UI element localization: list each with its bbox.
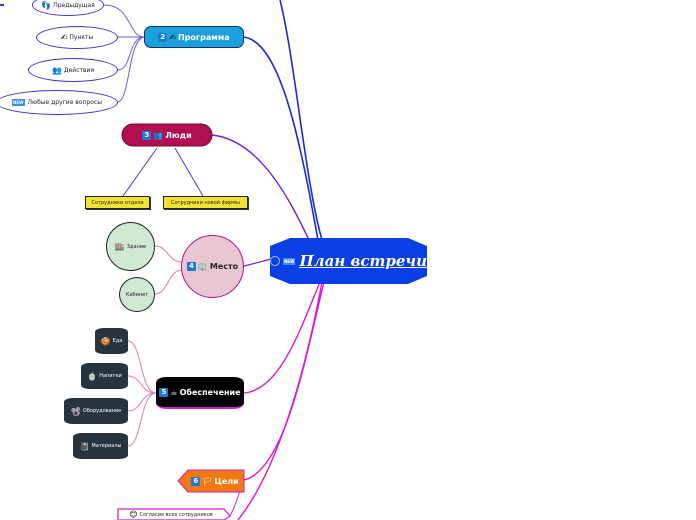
item-label: Действия <box>63 66 95 74</box>
place-item-building[interactable]: 🏬 Здание <box>106 222 155 271</box>
footprints-icon: 👣 <box>41 0 52 10</box>
program-item-actions[interactable]: 👥 Действия <box>28 58 118 82</box>
program-item-points[interactable]: ✍ Пункты <box>36 26 118 49</box>
supply-item-food[interactable]: 🍪 Еда <box>95 328 128 354</box>
coffee-icon: ☕ <box>170 387 178 397</box>
building-icon: 🏬 <box>114 242 125 251</box>
item-label: Кабинет <box>125 291 149 298</box>
item-label: Еда <box>112 338 123 344</box>
people-item-department[interactable]: Сотрудники отдела <box>85 196 150 209</box>
branch-program[interactable]: 2 ✍ Программа <box>144 26 244 48</box>
branch-goals[interactable]: 6 🏳 Цели <box>186 470 244 492</box>
root-check-icon <box>270 256 280 266</box>
item-label: Сотрудники новой фирмы <box>170 199 241 206</box>
item-label: Оборудование <box>82 408 122 414</box>
item-label: Согласие всех сотрудников <box>139 511 213 518</box>
item-label: Напитки <box>99 373 122 379</box>
projector-icon: 📽 <box>70 406 81 416</box>
program-item-previous[interactable]: 👣 Предыдущая <box>32 0 104 16</box>
item-label: Предыдущая <box>53 1 95 9</box>
branch-number: 6 <box>191 476 201 486</box>
flag-icon: 🏳 <box>202 476 213 486</box>
smile-icon: 😊 <box>129 510 138 519</box>
root-node-shape <box>270 238 427 284</box>
item-label: Любые другие вопросы <box>27 99 102 106</box>
branch-number: 5 <box>159 387 169 397</box>
item-label: Здание <box>126 243 147 250</box>
people-icon: 👥 <box>51 65 62 75</box>
tea-icon: 🍵 <box>87 371 98 381</box>
notebook-icon: 📓 <box>79 441 90 451</box>
branch-supply[interactable]: 5 ☕ Обеспечение <box>156 377 244 409</box>
people-item-new-firm[interactable]: Сотрудники новой фирмы <box>163 196 248 209</box>
root-title: План встречи <box>299 252 427 270</box>
writing-hand-icon: ✍ <box>60 33 68 42</box>
office-building-icon: 🏢 <box>197 262 208 271</box>
place-item-office[interactable]: Кабинет <box>119 277 155 312</box>
supply-item-drinks[interactable]: 🍵 Напитки <box>81 363 128 389</box>
item-label: Сотрудники отдела <box>91 199 144 206</box>
branch-people[interactable]: 3 👥 Люди <box>122 124 212 146</box>
branch-label: Программа <box>178 32 230 42</box>
branch-place[interactable]: 4 🏢 Место <box>181 235 244 298</box>
goals-item-agreement[interactable]: 😊 Согласие всех сотрудников <box>118 509 224 520</box>
cookie-icon: 🍪 <box>100 336 111 346</box>
supply-item-equipment[interactable]: 📽 Оборудование <box>64 398 128 424</box>
program-item-other[interactable]: NEW Любые другие вопросы <box>0 90 118 115</box>
branch-number: 2 <box>158 32 168 42</box>
branch-number: 4 <box>186 262 196 271</box>
supply-item-materials[interactable]: 📓 Материалы <box>73 433 128 459</box>
item-label: Материалы <box>91 443 122 449</box>
branch-label: Цели <box>214 476 239 486</box>
people-icon: 👥 <box>153 130 164 140</box>
root-node[interactable]: NEW План встречи <box>270 238 427 284</box>
branch-label: Место <box>209 262 239 271</box>
branch-label: Люди <box>165 130 192 140</box>
branch-label: Обеспечение <box>179 387 241 397</box>
new-icon: NEW <box>282 257 296 265</box>
item-label: Пункты <box>69 34 94 41</box>
writing-hand-icon: ✍ <box>169 32 176 42</box>
new-icon: NEW <box>12 99 25 106</box>
partial-node-edge <box>0 4 4 6</box>
branch-number: 3 <box>142 130 152 140</box>
